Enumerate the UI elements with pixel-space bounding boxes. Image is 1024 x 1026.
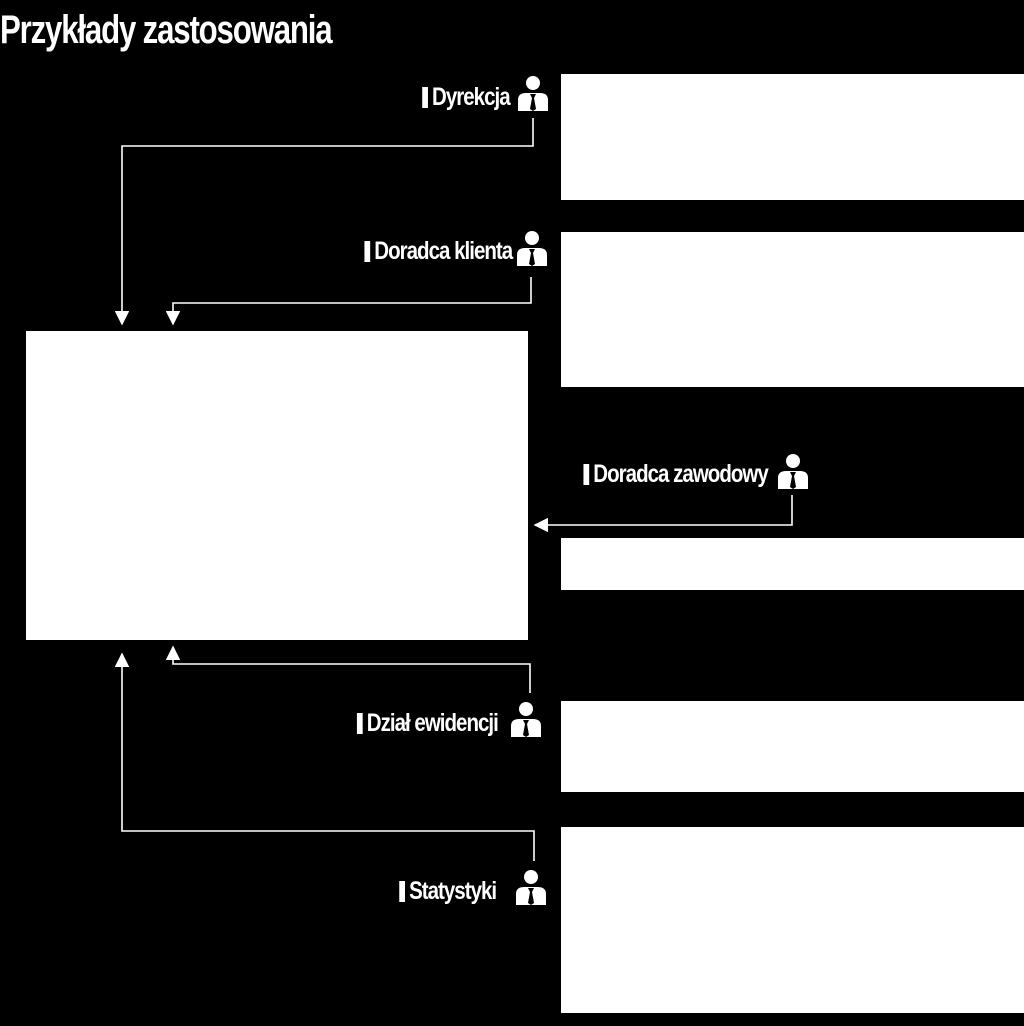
- panel-doradca-zawodowy: [561, 538, 1024, 590]
- person-icon: [517, 231, 547, 266]
- role-label: Doradca klienta: [374, 236, 513, 265]
- panel-dzial-ewidencji: [561, 701, 1024, 792]
- page-title: Przykłady zastosowania: [0, 8, 333, 52]
- arrow-dyrekcja: [114, 118, 534, 326]
- label-marker: [422, 86, 429, 108]
- panel-statystyki: [561, 827, 1024, 1013]
- role-label: Doradca zawodowy: [593, 459, 769, 488]
- person-icon: [778, 454, 808, 489]
- role-dzial-ewidencji: Dział ewidencji: [260, 706, 499, 740]
- role-label: Dział ewidencji: [366, 708, 499, 737]
- role-dyrekcja: Dyrekcja: [300, 80, 511, 114]
- role-doradca-zawodowy: Doradca zawodowy: [450, 457, 769, 491]
- role-label: Dyrekcja: [432, 82, 511, 111]
- central-panel: [26, 331, 528, 640]
- label-marker: [399, 880, 405, 902]
- role-statystyki: Statystyki: [330, 874, 497, 908]
- arrow-dzial-ewidencji: [165, 645, 531, 693]
- label-marker: [364, 240, 370, 262]
- role-label: Statystyki: [408, 876, 497, 905]
- arrow-doradca-zawodowy: [533, 495, 793, 533]
- label-marker: [583, 463, 590, 485]
- panel-dyrekcja: [561, 74, 1024, 200]
- arrow-doradca-klienta: [165, 277, 532, 326]
- panel-doradca-klienta: [561, 232, 1024, 387]
- arrow-statystyki: [114, 652, 535, 861]
- person-icon: [511, 702, 541, 737]
- person-icon: [516, 870, 546, 905]
- label-marker: [357, 712, 363, 734]
- role-doradca-klienta: Doradca klienta: [240, 234, 513, 268]
- person-icon: [518, 76, 548, 111]
